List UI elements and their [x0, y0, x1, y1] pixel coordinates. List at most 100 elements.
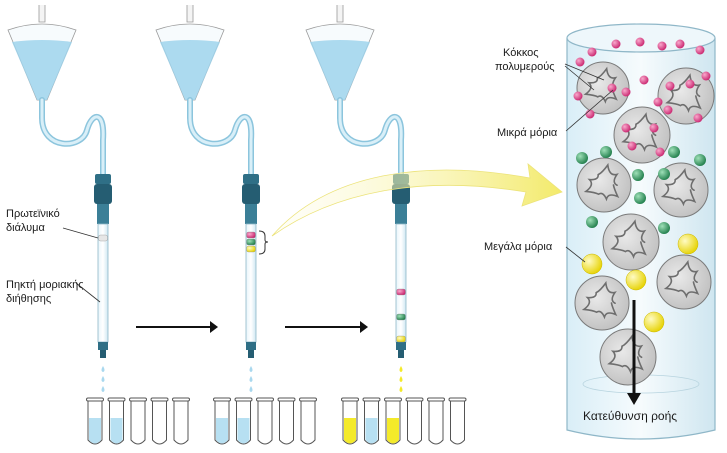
test-tube: [405, 397, 424, 445]
drop: [399, 386, 403, 392]
tube-liquid: [237, 418, 250, 444]
column-cap-bottom: [246, 342, 256, 350]
band-green: [246, 238, 256, 246]
drop: [249, 366, 253, 372]
band-bracket: [258, 230, 269, 255]
column-cap-bottom: [396, 342, 406, 350]
funnel-neck: [186, 5, 194, 23]
medium-molecule: [586, 216, 598, 228]
leader-large: [565, 246, 586, 263]
large-molecule: [625, 269, 647, 291]
protein-solution-label-2: διάλυμα: [6, 222, 46, 234]
column-cap-top: [243, 174, 259, 184]
test-tube: [384, 397, 402, 445]
test-tube: [256, 397, 274, 445]
test-tube: [86, 397, 104, 445]
gel-label-2: διήθησης: [6, 293, 51, 305]
small-molecule: [611, 39, 621, 49]
medium-molecule: [668, 146, 680, 158]
drop: [101, 366, 105, 372]
funnel-neck: [336, 5, 344, 23]
test-tube: [107, 397, 126, 445]
small-molecule: [695, 45, 705, 55]
band-green: [396, 313, 406, 321]
test-tube: [277, 397, 296, 445]
polymer-bead-label-2: πολυμερούς: [495, 61, 555, 73]
drop: [399, 376, 403, 382]
leader-protein: [62, 227, 99, 239]
gel-column: [97, 223, 109, 343]
medium-molecule: [600, 146, 612, 158]
band-grey: [98, 234, 108, 242]
small-molecule: [575, 57, 585, 67]
polymer-bead: [574, 275, 630, 331]
tube-liquid: [216, 418, 228, 444]
leader-beads: [564, 63, 605, 81]
small-molecules-label: Μικρά μόρια: [497, 127, 558, 139]
large-molecules-label: Μεγάλα μόρια: [484, 241, 553, 253]
polymer-bead: [576, 157, 632, 213]
polymer-bead-label-1: Κόκκος: [503, 47, 539, 59]
magnify-arrow: [271, 163, 563, 237]
medium-molecule: [694, 154, 706, 166]
small-molecule: [587, 47, 597, 57]
tube-liquid: [365, 418, 378, 444]
drop: [399, 366, 403, 372]
small-molecule: [621, 87, 631, 97]
tube-liquid: [89, 418, 101, 444]
polymer-bead: [599, 328, 657, 386]
test-tube: [172, 397, 190, 445]
test-tube: [213, 397, 231, 445]
small-molecule: [607, 83, 617, 93]
band-yellow: [396, 335, 406, 343]
leader-beads-2: [564, 65, 595, 91]
band-pink: [396, 288, 406, 296]
stage-2: [155, 5, 317, 445]
test-tube: [341, 397, 359, 445]
small-molecule: [685, 79, 695, 89]
small-molecule: [585, 109, 595, 119]
drop: [249, 376, 253, 382]
small-molecule: [693, 113, 703, 123]
column-cap-bottom: [98, 342, 108, 350]
small-molecule: [665, 81, 675, 91]
polymer-bead: [602, 213, 660, 271]
test-tube: [150, 397, 169, 445]
medium-molecule: [658, 222, 670, 234]
test-tube: [448, 397, 467, 445]
funnel-neck: [38, 5, 46, 23]
small-molecule: [621, 123, 631, 133]
funnel-liquid: [160, 40, 220, 100]
drop: [101, 386, 105, 392]
funnel-liquid: [310, 40, 370, 100]
small-molecule: [635, 37, 645, 47]
gel-label-1: Πηκτή μοριακής: [6, 279, 84, 291]
small-molecule: [655, 147, 665, 157]
medium-molecule: [576, 152, 588, 164]
funnel-liquid: [12, 40, 72, 100]
small-molecule: [657, 41, 667, 51]
polymer-bead: [576, 61, 630, 115]
band-yellow: [246, 245, 256, 253]
stage-3: [305, 5, 467, 445]
small-molecule: [663, 105, 673, 115]
small-molecule: [649, 123, 659, 133]
stage-arrow-2: [285, 321, 368, 333]
medium-molecule: [658, 168, 670, 180]
small-molecule: [639, 75, 649, 85]
small-molecule: [701, 71, 711, 81]
test-tube: [234, 397, 253, 445]
stage-1: [7, 5, 190, 445]
drop: [101, 376, 105, 382]
polymer-bead: [613, 106, 671, 164]
medium-molecule: [634, 192, 646, 204]
column-cap-top: [95, 174, 111, 184]
polymer-beads: [574, 61, 715, 386]
test-tube: [299, 397, 317, 445]
small-molecule: [627, 141, 637, 151]
tube-liquid: [344, 418, 356, 444]
small-molecules: [573, 37, 711, 333]
stage-arrow-1: [136, 321, 218, 333]
